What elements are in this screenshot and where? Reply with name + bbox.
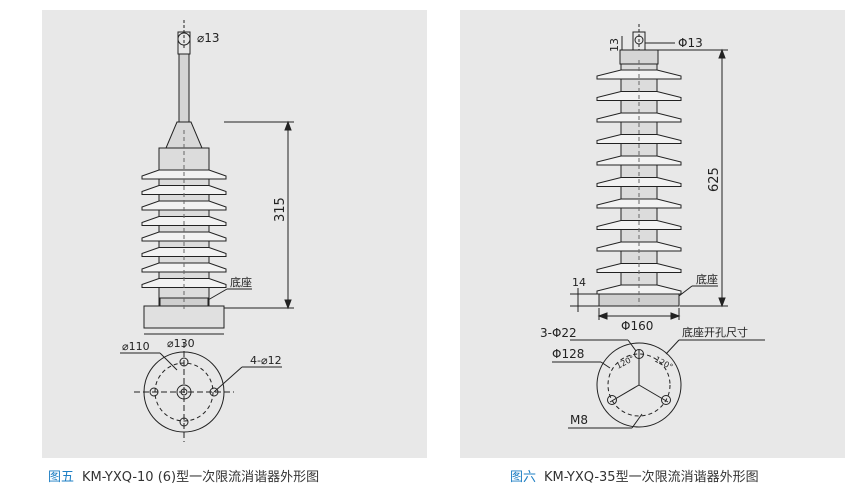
left-base bbox=[143, 305, 225, 329]
caption-right: 图六 KM-YXQ-35型一次限流消谐器外形图 bbox=[510, 466, 759, 485]
right-mount-label: 底座开孔尺寸 bbox=[682, 325, 748, 339]
drawing-panel-left: ⌀13 315 底座 ⌀130 ⌀110 4-⌀12 bbox=[42, 10, 427, 458]
right-top-small: 13 bbox=[608, 38, 621, 52]
right-thread: M8 bbox=[570, 413, 588, 427]
right-base-height: 14 bbox=[572, 276, 586, 289]
left-base-dia: ⌀130 bbox=[167, 337, 195, 350]
right-angle1: 120° bbox=[615, 354, 636, 371]
left-height: 315 bbox=[273, 197, 288, 222]
left-shed bbox=[141, 278, 227, 288]
caption-right-text: KM-YXQ-35型一次限流消谐器外形图 bbox=[544, 470, 759, 485]
right-top-dia: Φ13 bbox=[678, 36, 703, 50]
right-drawing: 13 Φ13 625 底座 14 Φ160 3-Φ22 底座开孔尺寸 Φ128 … bbox=[540, 24, 765, 429]
right-bolt-hole bbox=[661, 395, 671, 405]
left-base-label: 底座 bbox=[230, 275, 252, 289]
right-bolt-circle bbox=[607, 353, 671, 417]
left-shed bbox=[141, 200, 227, 211]
right-base-label: 底座 bbox=[696, 272, 718, 286]
caption-right-fig: 图六 bbox=[510, 470, 537, 485]
right-bolt-circle-dia: Φ128 bbox=[552, 347, 584, 361]
left-drawing: ⌀13 315 底座 ⌀130 ⌀110 4-⌀12 bbox=[120, 20, 294, 442]
right-bolt-hole bbox=[607, 395, 617, 405]
left-top-dia: ⌀13 bbox=[197, 31, 220, 45]
caption-left-text: KM-YXQ-10 (6)型一次限流消谐器外形图 bbox=[82, 470, 320, 485]
caption-left-fig: 图五 bbox=[48, 470, 75, 485]
right-shed bbox=[596, 263, 682, 273]
right-shed bbox=[596, 241, 682, 252]
left-shed bbox=[141, 262, 227, 273]
right-base-dia: Φ160 bbox=[621, 319, 653, 333]
drawing-panel-right: 13 Φ13 625 底座 14 Φ160 3-Φ22 底座开孔尺寸 Φ128 … bbox=[460, 10, 845, 458]
left-holes: 4-⌀12 bbox=[250, 354, 282, 367]
left-bolt-circle-dia: ⌀110 bbox=[122, 340, 150, 353]
right-height: 625 bbox=[707, 167, 722, 192]
left-rod bbox=[178, 53, 190, 123]
caption-left: 图五 KM-YXQ-10 (6)型一次限流消谐器外形图 bbox=[48, 466, 319, 485]
right-flange bbox=[596, 342, 682, 428]
right-shed bbox=[596, 220, 682, 230]
left-terminal-ring bbox=[177, 32, 191, 46]
right-holes: 3-Φ22 bbox=[540, 326, 577, 340]
